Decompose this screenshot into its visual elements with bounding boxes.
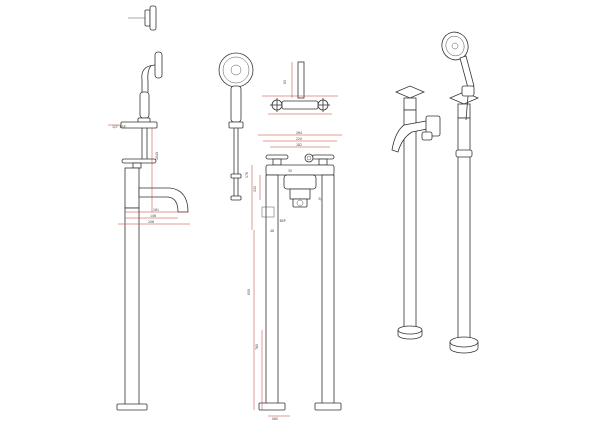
dim-depth-a: 85 xyxy=(283,80,287,84)
dim-reach-c: 206 xyxy=(148,220,154,224)
front-view: 85 264 220 182 xyxy=(245,61,342,421)
dim-offset-c: 178 xyxy=(245,172,249,178)
base-side xyxy=(116,403,148,411)
lever-handle-side xyxy=(121,158,157,169)
perspective-view xyxy=(391,31,480,354)
wall-bracket-detail xyxy=(128,5,157,31)
spout-perspective xyxy=(391,115,441,153)
handshower-head-side xyxy=(141,51,163,92)
dim-height-b: 760 xyxy=(255,344,259,350)
cross-handles-front xyxy=(265,153,335,166)
side-view: 161 146 206 1040 1/2" BSP xyxy=(108,5,190,411)
right-column-perspective xyxy=(448,85,480,354)
dim-reach-b: 146 xyxy=(150,214,156,218)
handshower-front-view xyxy=(218,52,254,201)
top-dimensions: 264 220 182 xyxy=(258,131,342,148)
dim-width-mid: 220 xyxy=(296,137,302,141)
dim-offset-b: 152 xyxy=(253,186,257,192)
dim-height-total: 1040 xyxy=(155,152,159,160)
dim-reach-a: 161 xyxy=(153,208,159,212)
dim-thread: 1/2" BSP xyxy=(112,125,126,129)
dim-base-dia: 060 xyxy=(272,417,278,421)
vertical-dimensions-front: 850 760 060 48 xyxy=(247,229,290,421)
dim-height-d: 48 xyxy=(270,229,274,233)
showerhead-perspective xyxy=(441,31,475,89)
dim-thread-c: 1/2" BSP xyxy=(272,219,286,223)
cradle-side xyxy=(108,121,158,129)
dim-width-top: 264 xyxy=(296,131,302,135)
dim-height-c: 850 xyxy=(247,289,251,295)
columns-front xyxy=(258,174,342,411)
column-side xyxy=(124,207,140,407)
mixer-body-front: 178 152 30 3/4" BSP 1/2" BSP xyxy=(245,164,335,230)
dimension-lines-side xyxy=(118,128,190,225)
handshower-handle-side xyxy=(137,91,151,124)
left-column-perspective xyxy=(394,85,426,340)
dim-width-inner: 182 xyxy=(296,143,302,147)
handles-plan-front xyxy=(262,95,338,115)
spout-side xyxy=(124,167,189,213)
wall-outlet-front: 85 xyxy=(283,61,305,99)
dim-offset-a: 30 xyxy=(288,169,292,173)
